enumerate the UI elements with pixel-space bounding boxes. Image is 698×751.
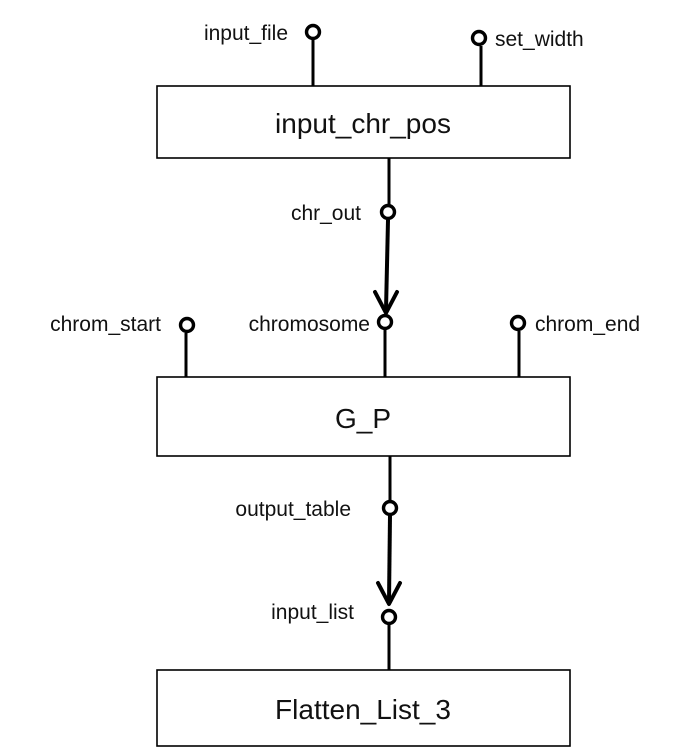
chr-out-port-circle[interactable] (379, 203, 397, 221)
g-p-label: G_P (335, 403, 391, 434)
chrom-end-port-circle[interactable] (509, 314, 527, 332)
flatten-list-3-box (156, 669, 571, 747)
chr-out-arrowhead-icon (373, 290, 399, 315)
edge-output-table-to-input-list (376, 456, 402, 670)
chr-out-label: chr_out (291, 202, 361, 225)
input-chr-pos-box (156, 85, 571, 159)
input-file-port-circle[interactable] (304, 23, 322, 41)
input-chr-pos-label: input_chr_pos (275, 108, 451, 139)
node-input-chr-pos[interactable]: input_chr_pos (156, 40, 571, 159)
node-g-p[interactable]: G_P (156, 330, 571, 457)
chrom-end-label: chrom_end (535, 313, 640, 336)
edge-chr-out-to-chromosome (373, 158, 399, 315)
chromosome-label: chromosome (249, 313, 370, 336)
chr-out-edge-line (384, 219, 390, 311)
input-file-label: input_file (204, 22, 288, 45)
set-width-port-circle[interactable] (470, 29, 488, 47)
input-list-port-circle[interactable] (380, 608, 398, 626)
port-set-width[interactable]: set_width (470, 28, 584, 51)
port-chromosome[interactable]: chromosome (249, 313, 394, 336)
node-flatten-list-3[interactable]: Flatten_List_3 (156, 669, 571, 747)
output-table-arrowhead-icon (376, 581, 402, 606)
chromosome-port-circle[interactable] (376, 313, 394, 331)
output-table-port-circle[interactable] (381, 499, 399, 517)
flatten-list-3-label: Flatten_List_3 (275, 694, 451, 725)
chrom-start-label: chrom_start (50, 313, 161, 336)
port-chrom-start[interactable]: chrom_start (50, 313, 196, 336)
output-table-label: output_table (235, 498, 351, 521)
set-width-label: set_width (495, 28, 584, 51)
port-input-file[interactable]: input_file (204, 22, 322, 45)
chrom-start-port-circle[interactable] (178, 316, 196, 334)
port-chr-out[interactable]: chr_out (291, 202, 397, 225)
input-list-label: input_list (271, 601, 354, 624)
port-output-table[interactable]: output_table (235, 498, 399, 521)
g-p-box (156, 376, 571, 457)
port-input-list[interactable]: input_list (271, 601, 398, 626)
output-table-edge-line (387, 514, 392, 603)
port-chrom-end[interactable]: chrom_end (509, 313, 641, 336)
